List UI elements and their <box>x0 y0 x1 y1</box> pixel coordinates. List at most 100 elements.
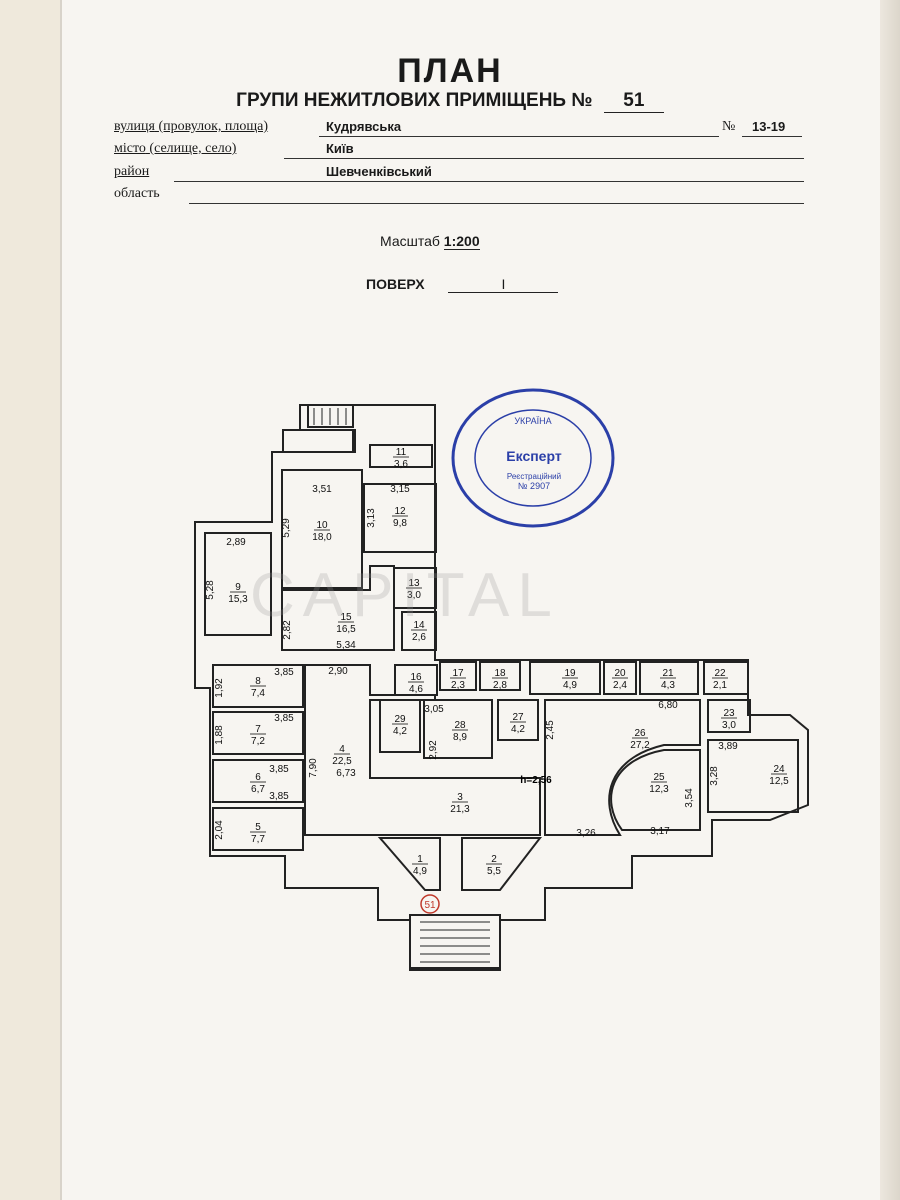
room-number: 15 <box>340 612 352 623</box>
document-title: ПЛАН <box>397 52 503 90</box>
room-number: 9 <box>235 582 241 593</box>
room-7-walls <box>212 711 304 755</box>
region-row: область <box>114 186 804 206</box>
dimension-label: 3,54 <box>684 788 695 808</box>
stair-steps <box>313 408 490 963</box>
room-labels: 14,925,5321,3422,557,766,777,287,4915,31… <box>228 447 789 877</box>
dimension-label: 2,45 <box>545 720 556 740</box>
region-label: область <box>114 186 160 201</box>
room-24-walls <box>707 739 799 813</box>
room-12-walls <box>363 483 437 553</box>
dimension-label: 5,29 <box>281 518 292 538</box>
dimension-label: 2,89 <box>226 537 246 548</box>
stamp-inner-ring <box>474 409 592 507</box>
room-26-walls <box>544 699 701 836</box>
scale-line: Масштаб 1:200 <box>380 233 480 250</box>
dimension-label: 3,17 <box>650 826 670 837</box>
stamp-title: Експерт <box>506 448 562 464</box>
dimension-label: 3,89 <box>718 741 738 752</box>
room-number: 13 <box>408 578 420 589</box>
room-number: 14 <box>413 620 425 631</box>
page-edge <box>880 0 900 1200</box>
room-area: 6,7 <box>251 784 265 795</box>
room-area: 7,4 <box>251 688 265 699</box>
room-area: 2,4 <box>613 680 627 691</box>
room-21-walls <box>639 661 699 695</box>
room-5-walls <box>212 807 304 851</box>
expert-stamp: УКРАЇНА <box>451 388 615 528</box>
room-area: 4,2 <box>511 724 525 735</box>
dimension-label: 1,88 <box>214 725 225 745</box>
room-area: 21,3 <box>450 804 470 815</box>
back-stairs-2 <box>282 429 354 453</box>
number-value: 13-19 <box>752 119 786 134</box>
room-number: 12 <box>394 506 406 517</box>
back-stairs <box>307 404 354 428</box>
dimension-label: 3,26 <box>576 828 596 839</box>
room-17-walls <box>439 661 477 691</box>
height-note: h=2,56 <box>520 775 552 786</box>
number-label: № <box>722 119 736 134</box>
room-16-walls <box>394 664 438 696</box>
room-area: 27,2 <box>630 740 650 751</box>
document-subtitle: ГРУПИ НЕЖИТЛОВИХ ПРИМІЩЕНЬ № 51 <box>0 90 900 113</box>
city-label: місто (селище, село) <box>114 141 236 157</box>
room-27-walls <box>497 699 539 741</box>
dimension-label: 5,28 <box>205 580 216 600</box>
district-line <box>174 181 804 182</box>
room-number: 20 <box>614 668 626 679</box>
city-label-rest: (селище, село) <box>149 141 237 156</box>
room-number: 6 <box>255 772 261 783</box>
room-4-walls <box>304 664 541 836</box>
room-number: 17 <box>452 668 464 679</box>
room-23-walls <box>707 699 751 733</box>
room-area: 4,6 <box>409 684 423 695</box>
room-18-walls <box>479 661 521 691</box>
room-area: 12,3 <box>649 784 669 795</box>
room-area: 2,1 <box>713 680 727 691</box>
document-sheet <box>62 0 880 1200</box>
room-6-walls <box>212 759 304 803</box>
room-area: 3,6 <box>394 459 408 470</box>
street-label-rest: (провулок, площа) <box>158 119 269 134</box>
room-number: 19 <box>564 668 576 679</box>
stamp-outer-ring <box>451 388 615 528</box>
room-area: 4,9 <box>563 680 577 691</box>
number-line <box>742 136 802 137</box>
dimension-label: 3,85 <box>274 713 294 724</box>
room-area: 22,5 <box>332 756 352 767</box>
room-number: 25 <box>653 772 665 783</box>
room-number: 3 <box>457 792 463 803</box>
dimension-label: 3,85 <box>274 667 294 678</box>
room-number: 1 <box>417 854 423 865</box>
street-label-text: вулиця <box>114 119 155 134</box>
room-area: 4,9 <box>413 866 427 877</box>
district-label: район <box>114 164 150 179</box>
room-number: 4 <box>339 744 345 755</box>
entrance-circle <box>420 894 440 914</box>
room-area: 3,0 <box>722 720 736 731</box>
room-area: 16,5 <box>336 624 356 635</box>
room-area: 18,0 <box>312 532 332 543</box>
room-15-walls <box>281 565 395 651</box>
room-number: 27 <box>512 712 524 723</box>
room-area: 12,5 <box>769 776 789 787</box>
dimension-label: 3,05 <box>424 704 444 715</box>
room-area: 4,2 <box>393 726 407 737</box>
floor-line: ПОВЕРХ I <box>366 276 559 293</box>
room-area: 2,6 <box>412 632 426 643</box>
binder-strip <box>0 0 62 1200</box>
stamp-top: УКРАЇНА <box>514 416 551 426</box>
room-area: 9,8 <box>393 518 407 529</box>
subtitle-text: ГРУПИ НЕЖИТЛОВИХ ПРИМІЩЕНЬ № <box>236 90 593 111</box>
room-19-walls <box>529 661 601 695</box>
room-9-walls <box>204 532 272 636</box>
district-row: район Шевченківський <box>114 164 804 184</box>
dimension-label: 2,90 <box>328 666 348 677</box>
room-20-walls <box>603 661 637 695</box>
room-2-walls <box>461 837 543 891</box>
outer-wall <box>194 404 809 969</box>
room-number: 29 <box>394 714 406 725</box>
region-line <box>189 203 804 204</box>
